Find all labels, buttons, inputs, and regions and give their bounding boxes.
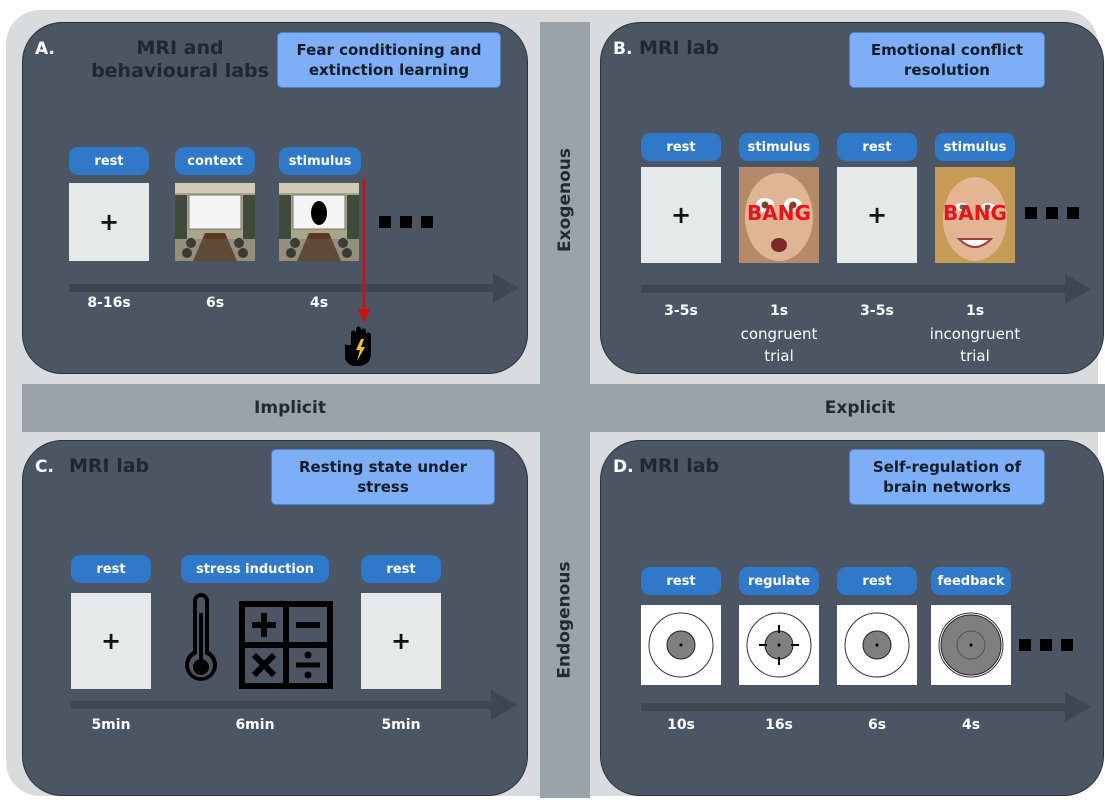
shock-arrow <box>358 179 370 323</box>
duration-label: 3-5s <box>664 303 698 319</box>
continuation-dots <box>1025 207 1079 219</box>
thermometer-icon <box>181 593 221 689</box>
step-label: stimulus <box>935 133 1015 161</box>
step-label: stimulus <box>279 147 361 175</box>
duration-label: 3-5s <box>860 303 894 319</box>
target-display-feedback <box>931 605 1011 685</box>
continuation-dots <box>1019 639 1073 651</box>
axis-label-implicit: Implicit <box>254 398 326 418</box>
duration-label: 5min <box>91 717 131 733</box>
fixation-screen: + <box>71 593 151 689</box>
fixation-screen: + <box>361 593 441 689</box>
step-label: feedback <box>931 567 1011 595</box>
timeline-arrow <box>69 273 519 303</box>
step-label: stress induction <box>181 555 329 583</box>
fearful-face-image <box>739 167 819 263</box>
fixation-screen: + <box>837 167 917 263</box>
step-label: rest <box>69 147 149 175</box>
panel-b-lab: MRI lab <box>639 37 720 59</box>
duration-label: 5min <box>381 717 421 733</box>
bang-word: BANG <box>747 201 811 225</box>
timeline-arrow <box>641 692 1091 722</box>
panel-d-lab: MRI lab <box>639 455 720 477</box>
duration-label: 6min <box>235 717 275 733</box>
panel-a-lab: MRI and behavioural labs <box>91 37 269 82</box>
target-display-regulate <box>739 605 819 685</box>
step-label: rest <box>837 133 917 161</box>
timeline-arrow <box>71 690 517 720</box>
target-display-rest <box>837 605 917 685</box>
axis-label-endogenous: Endogenous <box>555 561 576 679</box>
duration-label: 10s <box>667 717 695 733</box>
duration-label: 4s <box>961 717 981 733</box>
step-label: regulate <box>739 567 819 595</box>
smiling-face-image <box>935 167 1015 263</box>
math-operators-icon <box>239 601 333 689</box>
duration-label: 8-16s <box>87 295 131 311</box>
step-label: rest <box>837 567 917 595</box>
duration-label: 4s <box>309 295 329 311</box>
panel-c-lab: MRI lab <box>69 455 150 477</box>
panel-a-letter: A. <box>35 39 55 59</box>
step-label: stimulus <box>739 133 819 161</box>
target-display-rest <box>641 605 721 685</box>
panel-a: A. MRI and behavioural labs Fear conditi… <box>22 22 528 374</box>
horizontal-axis-bar <box>22 384 1105 432</box>
step-label: rest <box>641 133 721 161</box>
step-label: rest <box>361 555 441 583</box>
axis-label-exogenous: Exogenous <box>555 148 575 252</box>
duration-label: 6s <box>867 717 887 733</box>
panel-b-letter: B. <box>613 39 633 59</box>
conference-room-stimulus-image <box>279 183 359 261</box>
duration-label: 1s <box>965 303 985 319</box>
duration-label: 16s <box>765 717 793 733</box>
continuation-dots <box>379 216 433 228</box>
hand-shock-icon <box>345 325 375 367</box>
panel-c-letter: C. <box>35 457 54 477</box>
timeline-arrow <box>641 274 1091 304</box>
duration-label: 1s <box>769 303 789 319</box>
duration-label: 6s <box>205 295 225 311</box>
conference-room-image <box>175 183 255 261</box>
step-label: rest <box>71 555 151 583</box>
fixation-screen: + <box>641 167 721 263</box>
step-label: rest <box>641 567 721 595</box>
fixation-screen: + <box>69 183 149 261</box>
bang-word: BANG <box>943 201 1007 225</box>
axis-label-explicit: Explicit <box>824 398 896 418</box>
panel-d-letter: D. <box>613 457 634 477</box>
step-label: context <box>175 147 255 175</box>
